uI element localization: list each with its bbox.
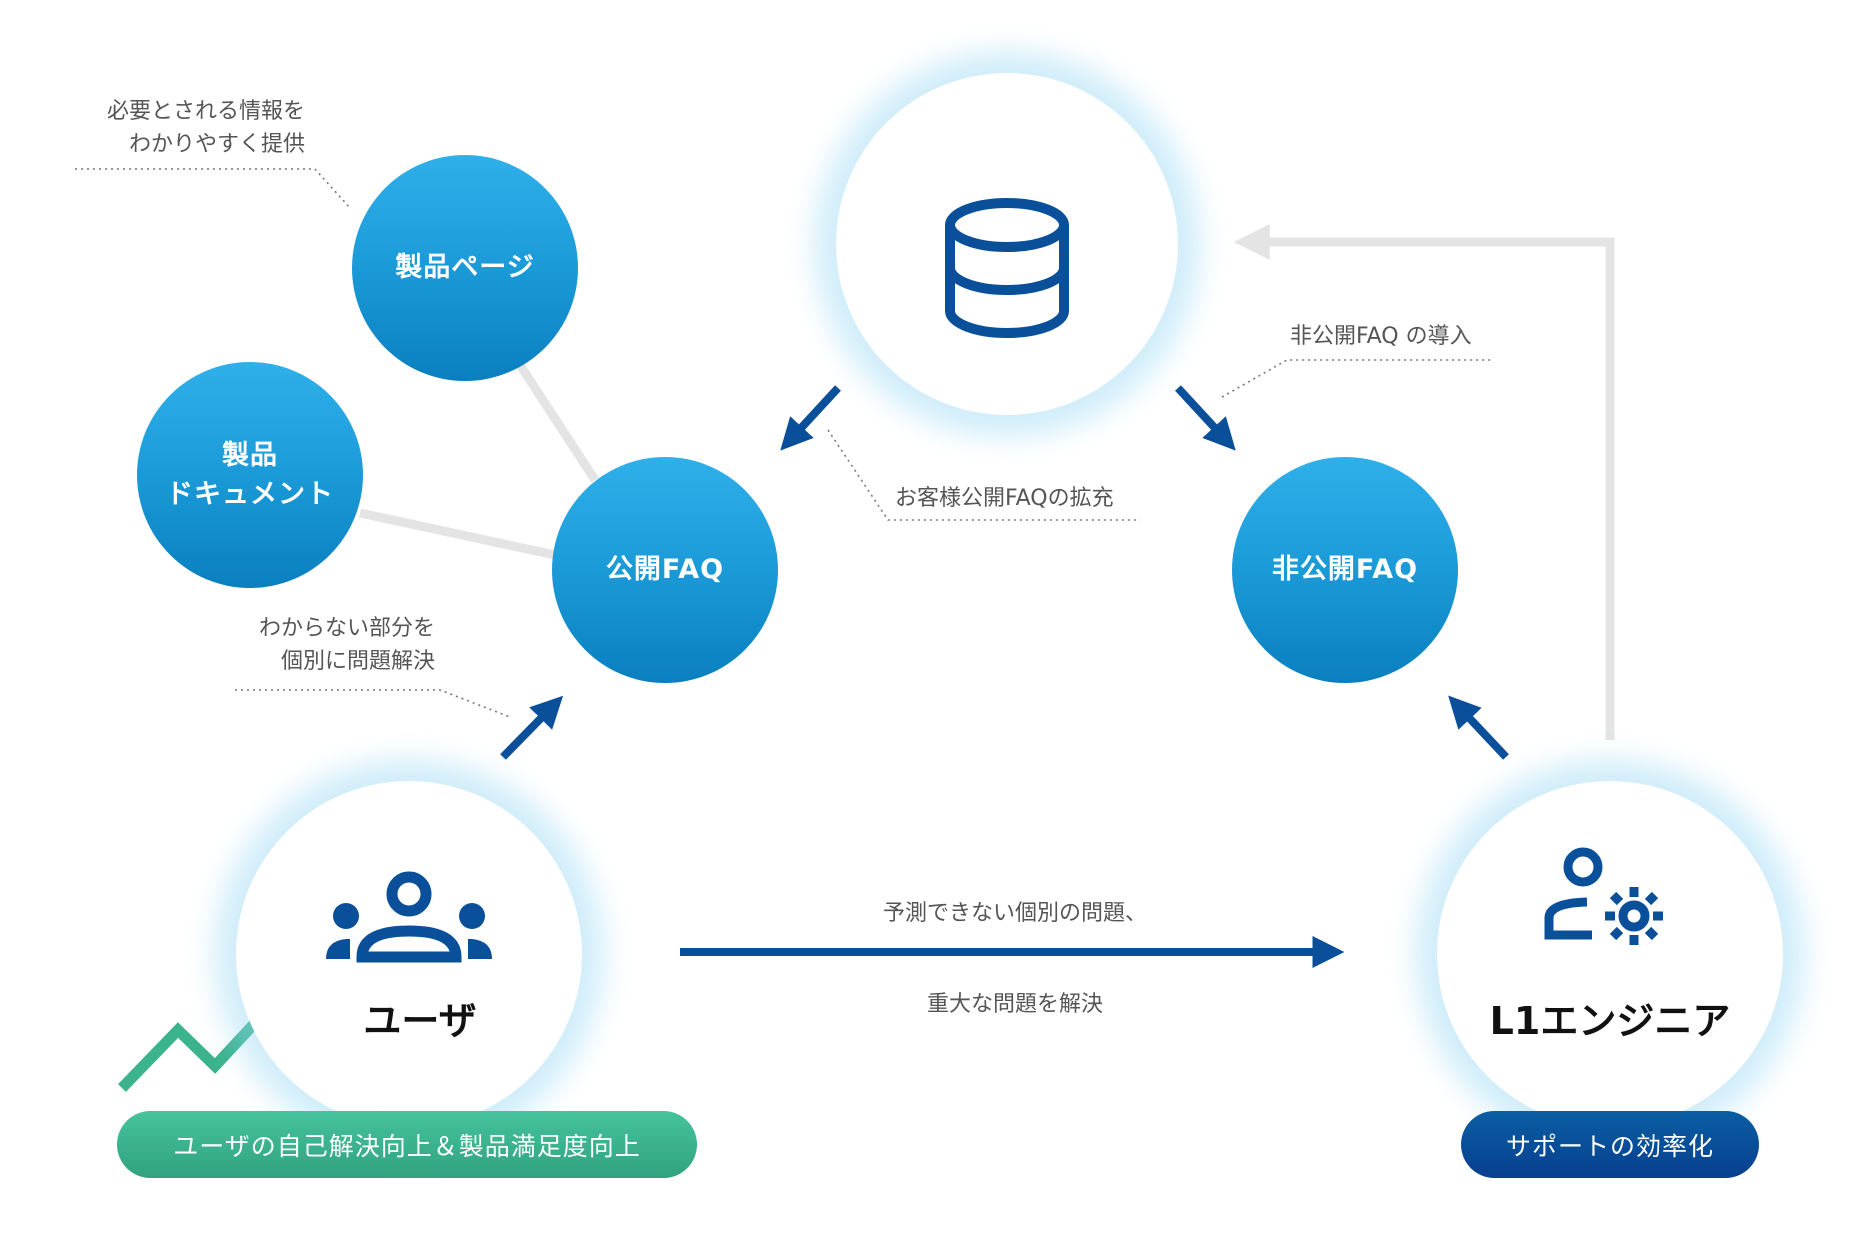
note-product-info-line1: 必要とされる情報を (106, 99, 305, 124)
public-faq-label: 公開FAQ (605, 554, 725, 586)
center-text-top: 予測できない個別の問題、 (882, 901, 1148, 926)
note-product-info-line2: わかりやすく提供 (128, 132, 305, 157)
user-node-label: ユーザ (363, 999, 477, 1043)
product-docs-label-line1: 製品 (222, 439, 278, 471)
database-node (836, 73, 1178, 415)
public-faq-node: 公開FAQ (552, 457, 778, 683)
private-faq-label: 非公開FAQ (1271, 554, 1419, 586)
feedback-path-engineer-to-database (1233, 224, 1615, 740)
center-text-bottom: 重大な問題を解決 (926, 992, 1104, 1017)
users-group-icon (326, 871, 492, 963)
engineer-node-label: L1エンジニア (1489, 999, 1731, 1043)
arrow-user-to-public-faq (500, 695, 564, 760)
private-faq-node: 非公開FAQ (1232, 457, 1458, 683)
note-individual-line1: わからない部分を (258, 616, 435, 641)
connector-product-docs-to-public-faq (359, 508, 556, 560)
note-individual: わからない部分を 個別に問題解決 (230, 612, 435, 678)
product-docs-node: 製品 ドキュメント (137, 362, 363, 588)
user-node (236, 781, 582, 1127)
user-gear-icon (1544, 847, 1663, 945)
note-introduce-private-faq: 非公開FAQ の導入 (1290, 324, 1472, 349)
connector-product-page-to-public-faq (516, 362, 599, 483)
database-icon (945, 198, 1069, 338)
user-outcome-text: ユーザの自己解決向上＆製品満足度向上 (173, 1131, 641, 1161)
arrow-engineer-to-private-faq (1448, 695, 1509, 760)
user-outcome-badge: ユーザの自己解決向上＆製品満足度向上 (117, 1111, 697, 1178)
leader-introduce-private-faq (1221, 359, 1492, 398)
product-docs-label-line2: ドキュメント (166, 479, 334, 510)
engineer-outcome-badge: サポートの効率化 (1461, 1111, 1759, 1178)
product-page-node: 製品ページ (352, 155, 578, 381)
engineer-outcome-text: サポートの効率化 (1505, 1131, 1714, 1161)
leader-product-info (75, 168, 351, 209)
arrow-database-to-public-faq (780, 385, 841, 451)
engineer-node (1437, 781, 1783, 1127)
arrow-database-to-private-faq (1175, 385, 1236, 451)
note-product-info: 必要とされる情報を わかりやすく提供 (80, 95, 305, 161)
leader-expand-public-faq (827, 429, 1140, 521)
product-page-label: 製品ページ (395, 252, 535, 284)
note-expand-public-faq: お客様公開FAQの拡充 (895, 486, 1114, 511)
leader-individual (235, 689, 511, 718)
note-individual-line2: 個別に問題解決 (280, 649, 435, 674)
